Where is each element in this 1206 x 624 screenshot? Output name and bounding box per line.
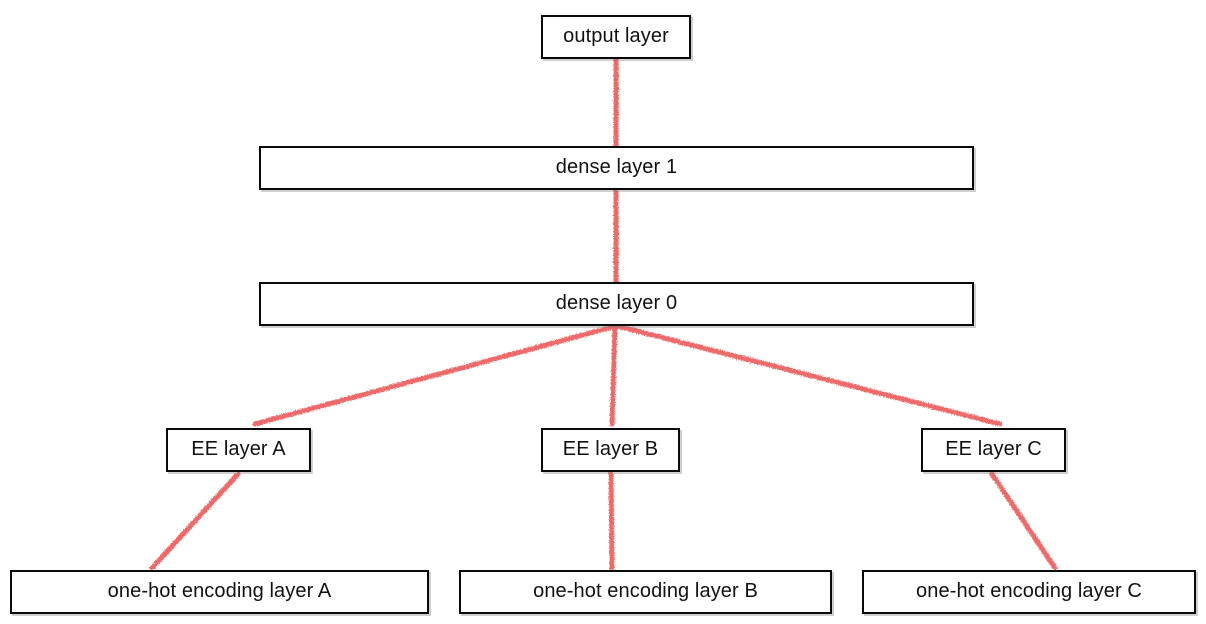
edge-ee-a-to-dense0 bbox=[252, 323, 619, 427]
node-one-hot-encoding-layer-a: one-hot encoding layer A bbox=[10, 570, 429, 614]
edge-ee-b-to-dense0 bbox=[609, 323, 618, 427]
node-one-hot-encoding-layer-b: one-hot encoding layer B bbox=[459, 570, 832, 614]
node-label: dense layer 1 bbox=[555, 156, 678, 178]
edge-onehot-a-to-ee-a bbox=[149, 471, 241, 571]
edge-onehot-c-to-ee-c bbox=[989, 471, 1058, 571]
node-label: output layer bbox=[563, 25, 669, 47]
node-ee-layer-b: EE layer B bbox=[541, 428, 680, 472]
node-dense-layer-1: dense layer 1 bbox=[259, 146, 974, 190]
node-label: one-hot encoding layer A bbox=[107, 580, 332, 602]
node-ee-layer-c: EE layer C bbox=[921, 428, 1066, 472]
node-label: one-hot encoding layer B bbox=[533, 580, 758, 602]
node-output-layer: output layer bbox=[541, 15, 691, 59]
node-label: EE layer B bbox=[562, 438, 659, 460]
node-label: EE layer C bbox=[945, 438, 1042, 460]
node-dense-layer-0: dense layer 0 bbox=[259, 282, 974, 326]
edge-onehot-b-to-ee-b bbox=[608, 471, 615, 571]
node-ee-layer-a: EE layer A bbox=[166, 428, 311, 472]
node-label: one-hot encoding layer C bbox=[916, 580, 1142, 602]
node-one-hot-encoding-layer-c: one-hot encoding layer C bbox=[862, 570, 1196, 614]
node-label: EE layer A bbox=[191, 438, 286, 460]
node-label: dense layer 0 bbox=[555, 292, 678, 314]
edge-ee-c-to-dense0 bbox=[614, 323, 1003, 427]
